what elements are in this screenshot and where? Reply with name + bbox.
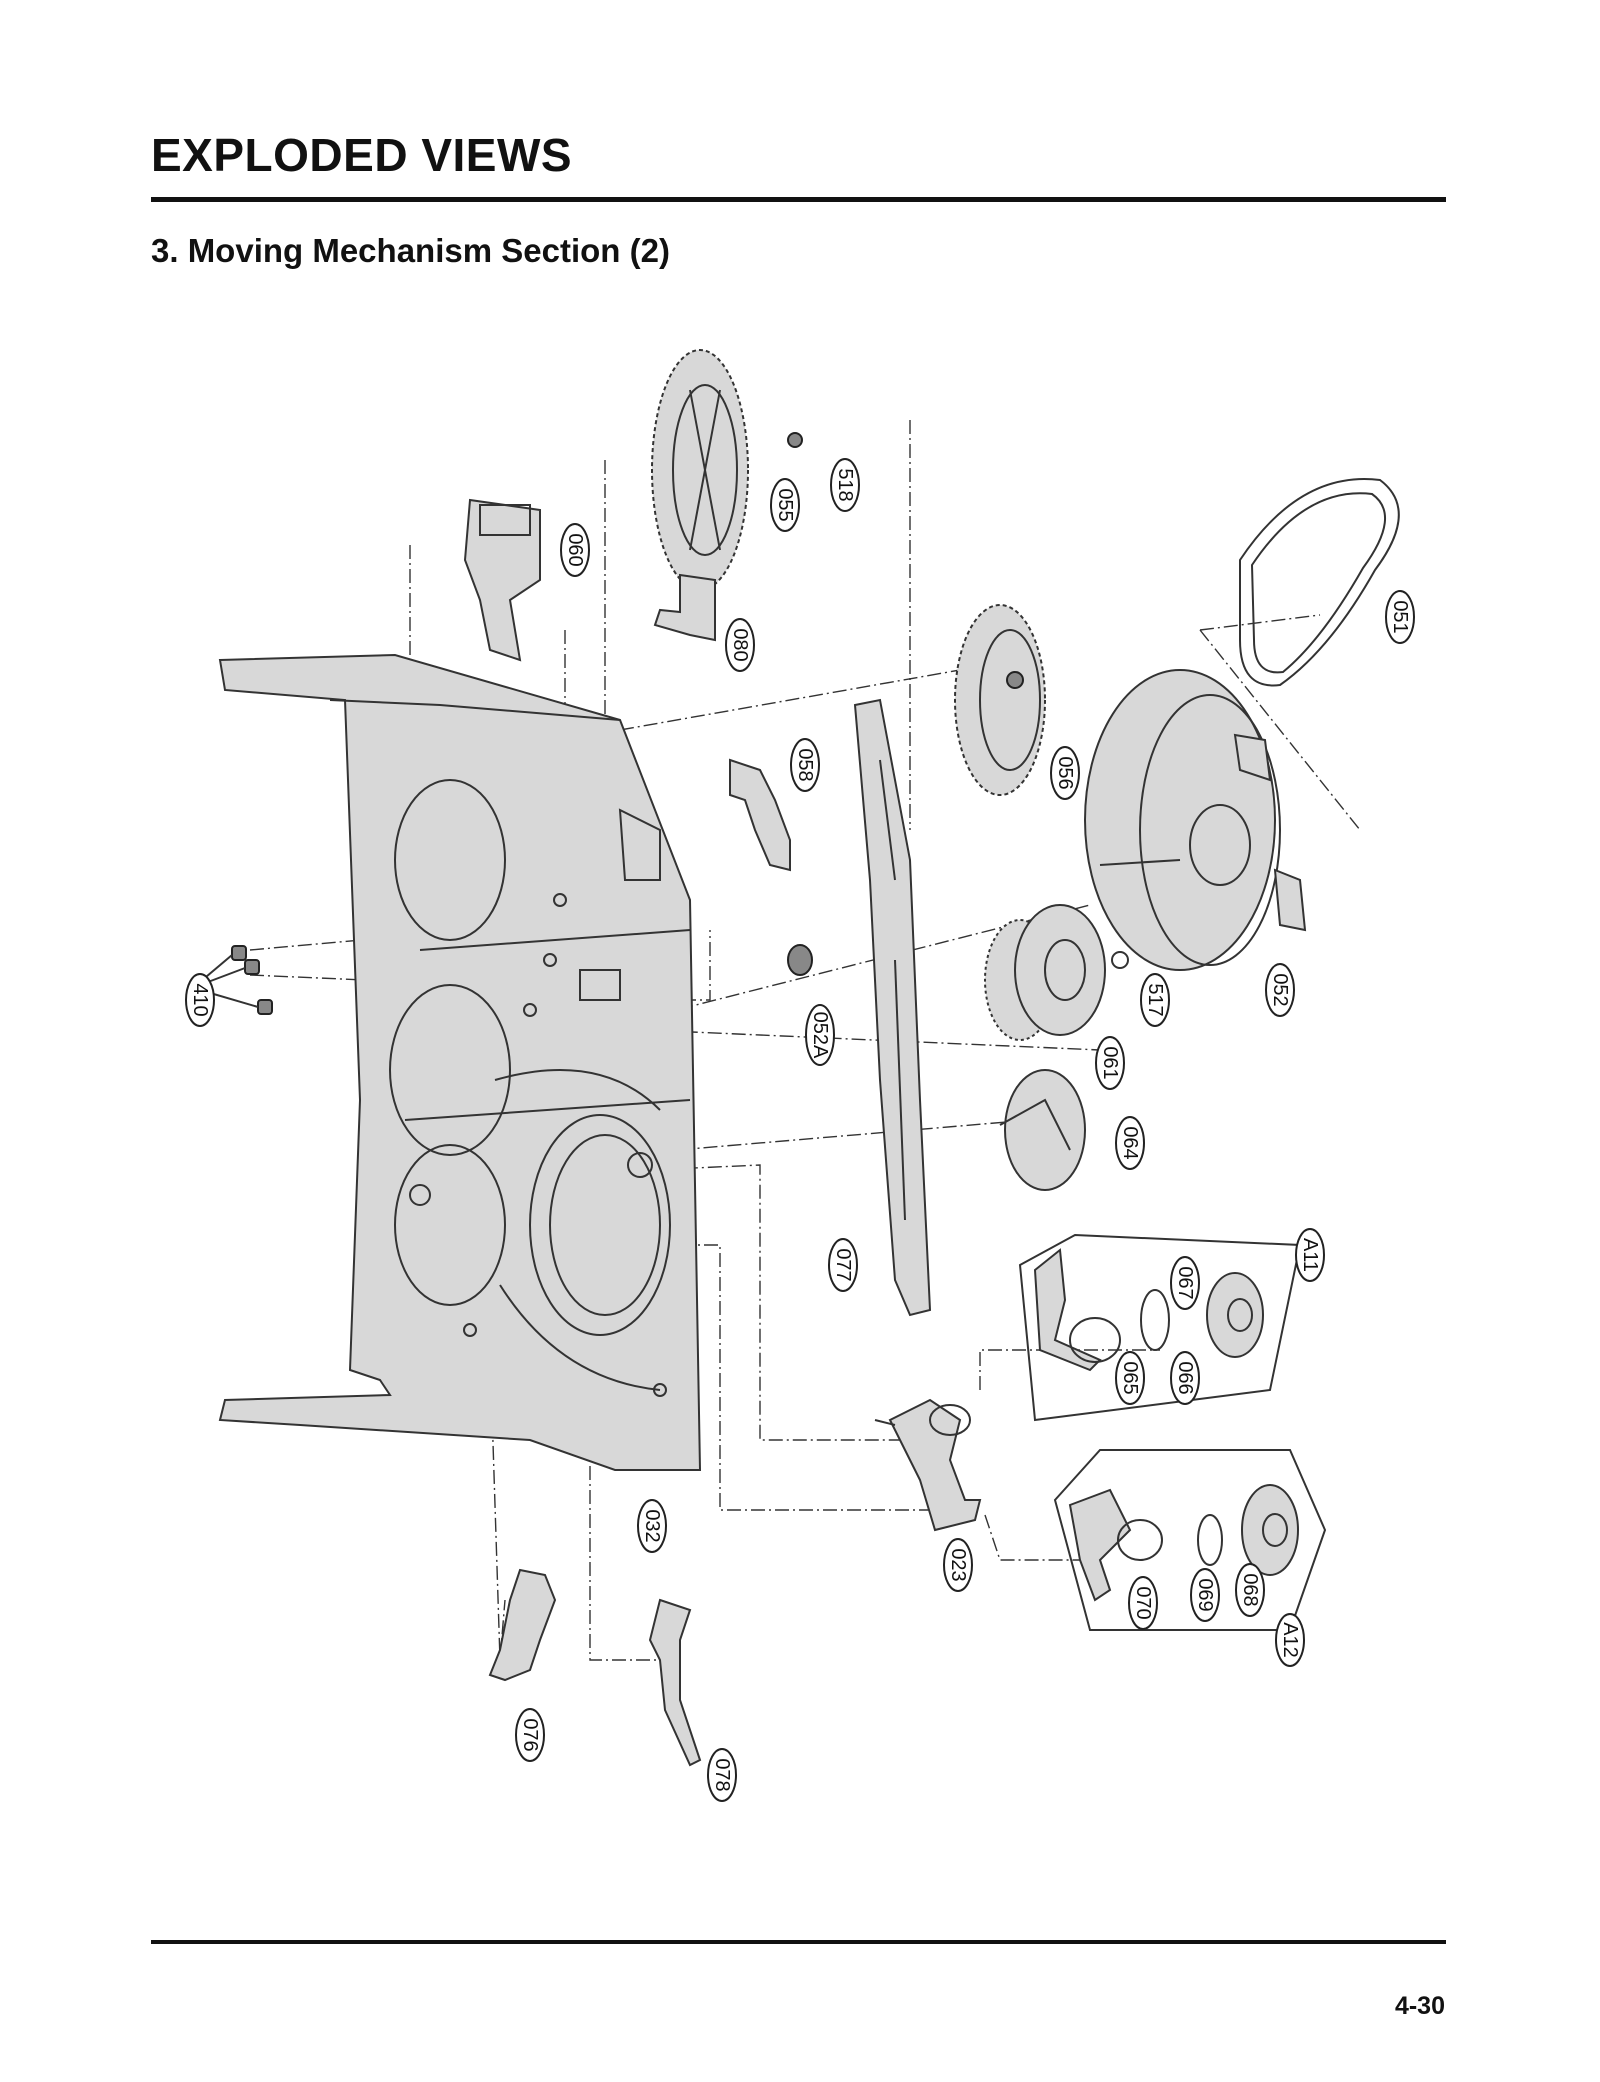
callout-064: 064 <box>1115 1116 1145 1170</box>
callout-067: 067 <box>1170 1256 1200 1310</box>
footer-rule <box>151 1940 1446 1944</box>
callout-065: 065 <box>1115 1351 1145 1405</box>
svg-text:067: 067 <box>1174 1266 1196 1299</box>
bracket-080 <box>653 573 716 642</box>
gear-056 <box>954 604 1046 796</box>
callout-032: 032 <box>637 1499 667 1553</box>
belt-051 <box>1239 478 1400 687</box>
callout-056: 056 <box>1050 746 1080 800</box>
callout-068: 068 <box>1235 1563 1265 1617</box>
header-rule <box>151 197 1446 202</box>
gear-064 <box>999 1069 1086 1191</box>
callout-076: 076 <box>515 1708 545 1762</box>
callout-060: 060 <box>560 523 590 577</box>
washer-517 <box>1111 951 1129 969</box>
page-number: 4-30 <box>1394 1992 1445 2020</box>
svg-text:517: 517 <box>1144 983 1166 1016</box>
svg-text:032: 032 <box>641 1509 663 1542</box>
svg-text:A11: A11 <box>1299 1238 1321 1272</box>
svg-text:518: 518 <box>834 468 856 501</box>
svg-text:410: 410 <box>189 983 211 1016</box>
callout-A12: A12 <box>1275 1613 1305 1667</box>
callout-410: 410 <box>185 973 215 1027</box>
callout-518: 518 <box>830 458 860 512</box>
svg-text:077: 077 <box>832 1248 854 1281</box>
part-058 <box>729 758 791 872</box>
callout-052: 052 <box>1265 963 1295 1017</box>
svg-text:058: 058 <box>794 748 816 781</box>
callout-077: 077 <box>828 1238 858 1292</box>
svg-text:061: 061 <box>1099 1046 1121 1079</box>
bracket-060 <box>463 498 541 662</box>
callout-058: 058 <box>790 738 820 792</box>
svg-text:064: 064 <box>1119 1126 1141 1159</box>
slide-077 <box>853 698 932 1317</box>
callout-055: 055 <box>770 478 800 532</box>
main-chassis <box>218 653 702 1471</box>
callout-517: 517 <box>1140 973 1170 1027</box>
page-title: EXPLODED VIEWS <box>151 129 573 181</box>
callout-A11: A11 <box>1295 1228 1325 1282</box>
gear-055 <box>651 349 803 591</box>
svg-text:051: 051 <box>1389 600 1411 633</box>
callout-078: 078 <box>707 1748 737 1802</box>
callout-066: 066 <box>1170 1351 1200 1405</box>
callout-069: 069 <box>1190 1568 1220 1622</box>
callout-023: 023 <box>943 1538 973 1592</box>
svg-text:060: 060 <box>564 533 586 566</box>
svg-text:070: 070 <box>1132 1586 1154 1619</box>
bracket-078 <box>648 1598 702 1767</box>
svg-text:055: 055 <box>774 488 796 521</box>
part-052A <box>787 944 813 976</box>
arm-023 <box>874 1398 982 1532</box>
svg-text:052: 052 <box>1269 973 1291 1006</box>
callout-080: 080 <box>725 618 755 672</box>
svg-text:078: 078 <box>711 1758 733 1791</box>
svg-text:056: 056 <box>1054 756 1076 789</box>
svg-text:065: 065 <box>1119 1361 1141 1394</box>
callout-051: 051 <box>1385 590 1415 644</box>
section-title: 3. Moving Mechanism Section (2) <box>151 232 670 269</box>
flywheel-052 <box>1084 669 1307 971</box>
callout-070: 070 <box>1128 1576 1158 1630</box>
assembly-A11 <box>1018 1233 1302 1422</box>
svg-text:076: 076 <box>519 1718 541 1751</box>
svg-text:A12: A12 <box>1279 1622 1301 1658</box>
svg-text:068: 068 <box>1239 1573 1261 1606</box>
svg-text:052A: 052A <box>809 1012 831 1059</box>
gear-061 <box>984 904 1106 1041</box>
callout-061: 061 <box>1095 1036 1125 1090</box>
svg-text:080: 080 <box>729 628 751 661</box>
svg-text:023: 023 <box>947 1548 969 1581</box>
callout-052A: 052A <box>805 1004 835 1066</box>
assembly-A12 <box>1053 1449 1327 1631</box>
svg-text:069: 069 <box>1194 1578 1216 1611</box>
bracket-076 <box>488 1568 557 1682</box>
svg-text:066: 066 <box>1174 1361 1196 1394</box>
